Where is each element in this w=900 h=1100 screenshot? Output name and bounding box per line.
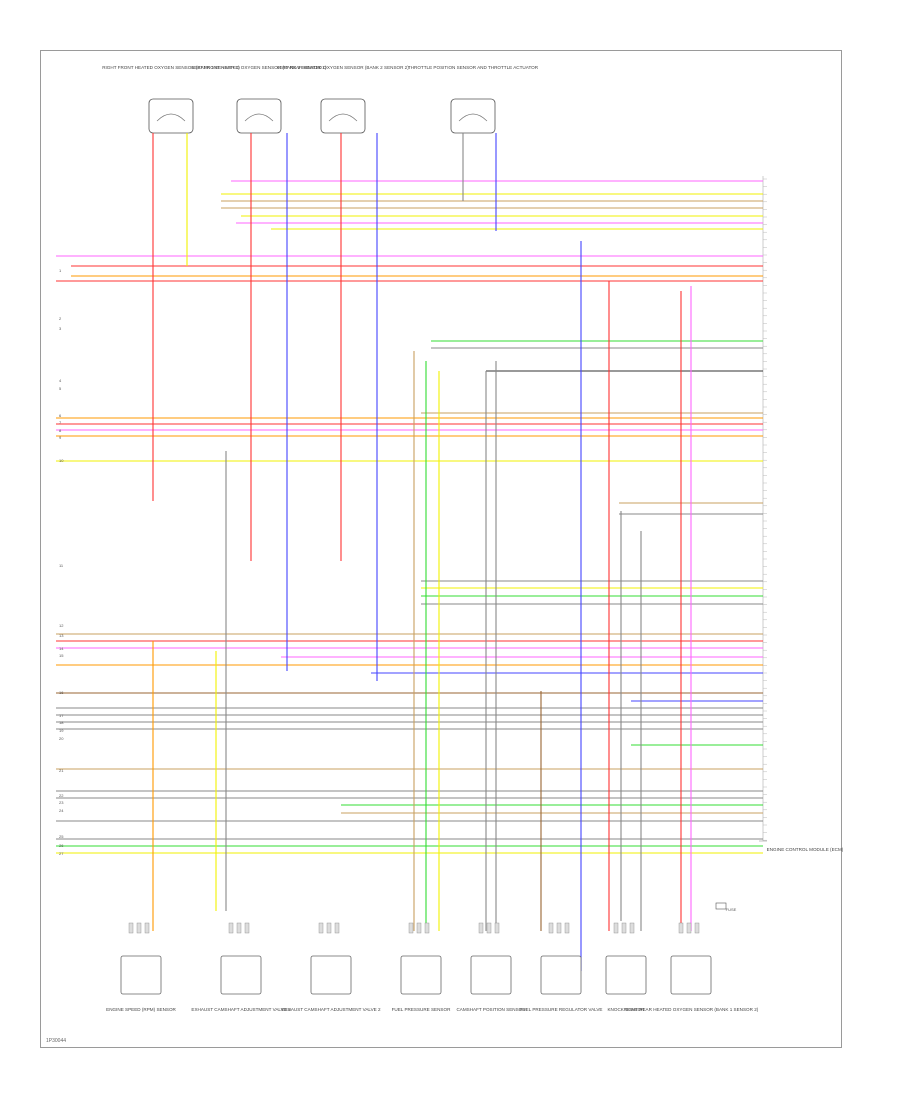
bottom-component-body	[670, 955, 712, 995]
connector-pin	[228, 922, 234, 934]
left-pin-number: 26	[59, 843, 64, 848]
bottom-component-title: CAMSHAFT POSITION SENSOR	[456, 1007, 526, 1012]
left-pin-number: 23	[59, 800, 64, 805]
left-pin-number: 19	[59, 728, 64, 733]
connector-pin	[621, 922, 627, 934]
connector-pin	[564, 922, 570, 934]
connector-pin	[548, 922, 554, 934]
top-sensor-symbol	[244, 113, 274, 122]
left-pin-number: 20	[59, 736, 64, 741]
bottom-component-title: ENGINE SPEED (RPM) SENSOR	[106, 1007, 176, 1012]
page-id: 1P30044	[46, 1038, 67, 1044]
left-pin-number: 22	[59, 793, 64, 798]
left-pin-number: 15	[59, 653, 64, 658]
top-component-title: THROTTLE POSITION SENSOR AND THROTTLE AC…	[408, 65, 539, 70]
top-sensor-body	[236, 98, 282, 134]
connector-pin	[486, 922, 492, 934]
bottom-component-body	[120, 955, 162, 995]
connector-pin	[244, 922, 250, 934]
left-pin-number: 2	[59, 316, 62, 321]
bottom-component-title: RIGHT REAR HEATED OXYGEN SENSOR (BANK 1 …	[624, 1007, 759, 1012]
left-pin-number: 25	[59, 834, 64, 839]
left-pin-number: 21	[59, 768, 64, 773]
left-pin-number: 8	[59, 428, 62, 433]
ecm-title: ENGINE CONTROL MODULE (ECM)	[767, 847, 843, 852]
connector-pin	[686, 922, 692, 934]
fuse-icon	[715, 902, 727, 910]
connector-pin	[236, 922, 242, 934]
connector-pin	[136, 922, 142, 934]
fuse-label: FUSE	[726, 907, 737, 912]
bottom-component-body	[605, 955, 647, 995]
wiring-diagram: ENGINE CONTROL MODULE (ECM) RIGHT FRONT H…	[56, 65, 843, 1012]
left-pin-number: 5	[59, 386, 62, 391]
connector-pin	[424, 922, 430, 934]
bottom-component-body	[470, 955, 512, 995]
left-pin-number: 12	[59, 623, 64, 628]
left-pin-number: 13	[59, 633, 64, 638]
left-pin-number: 27	[59, 851, 64, 856]
top-sensor-symbol	[156, 113, 186, 122]
bottom-component-title: FUEL PRESSURE SENSOR	[392, 1007, 451, 1012]
connector-pin	[416, 922, 422, 934]
left-pin-number: 11	[59, 563, 64, 568]
top-sensor-body	[320, 98, 366, 134]
connector-pin	[144, 922, 150, 934]
left-pin-number: 10	[59, 458, 64, 463]
bottom-component-title: EXHAUST CAMSHAFT ADJUSTMENT VALVE 1	[191, 1007, 291, 1012]
left-pin-number: 18	[59, 720, 64, 725]
bottom-component-title: KNOCK SENSOR	[607, 1007, 645, 1012]
left-pin-number: 7	[59, 420, 62, 425]
bottom-component-body	[310, 955, 352, 995]
left-pin-number: 16	[59, 690, 64, 695]
connector-pin	[629, 922, 635, 934]
top-sensor-symbol	[458, 113, 488, 122]
left-pin-number: 17	[59, 713, 64, 718]
connector-pin	[318, 922, 324, 934]
connector-pin	[678, 922, 684, 934]
connector-pin	[613, 922, 619, 934]
connector-pin	[334, 922, 340, 934]
top-component-title: RIGHT FRONT HEATED OXYGEN SENSOR (BANK 1…	[102, 65, 240, 70]
connector-pin	[408, 922, 414, 934]
connector-pin	[694, 922, 700, 934]
top-sensor-symbol	[328, 113, 358, 122]
left-pin-number: 6	[59, 413, 62, 418]
bottom-component-body	[400, 955, 442, 995]
left-pin-number: 24	[59, 808, 64, 813]
connector-pin	[494, 922, 500, 934]
left-pin-number: 14	[59, 646, 64, 651]
connector-pin	[556, 922, 562, 934]
left-pin-number: 3	[59, 326, 62, 331]
connector-pin	[478, 922, 484, 934]
connector-pin	[326, 922, 332, 934]
top-sensor-body	[148, 98, 194, 134]
bottom-component-title: FUEL PRESSURE REGULATOR VALVE	[520, 1007, 603, 1012]
left-pin-number: 9	[59, 435, 62, 440]
bottom-component-body	[220, 955, 262, 995]
top-component-title: LEFT REAR HEATED OXYGEN SENSOR (BANK 2 S…	[277, 65, 409, 70]
left-pin-number: 4	[59, 378, 62, 383]
top-sensor-body	[450, 98, 496, 134]
bottom-component-body	[540, 955, 582, 995]
top-component-title: LEFT FRONT HEATED OXYGEN SENSOR (BANK 2 …	[192, 65, 327, 70]
bottom-component-title: EXHAUST CAMSHAFT ADJUSTMENT VALVE 2	[281, 1007, 381, 1012]
connector-pin	[128, 922, 134, 934]
left-pin-number: 1	[59, 268, 62, 273]
diagram-frame: ENGINE CONTROL MODULE (ECM) RIGHT FRONT H…	[40, 50, 843, 1048]
